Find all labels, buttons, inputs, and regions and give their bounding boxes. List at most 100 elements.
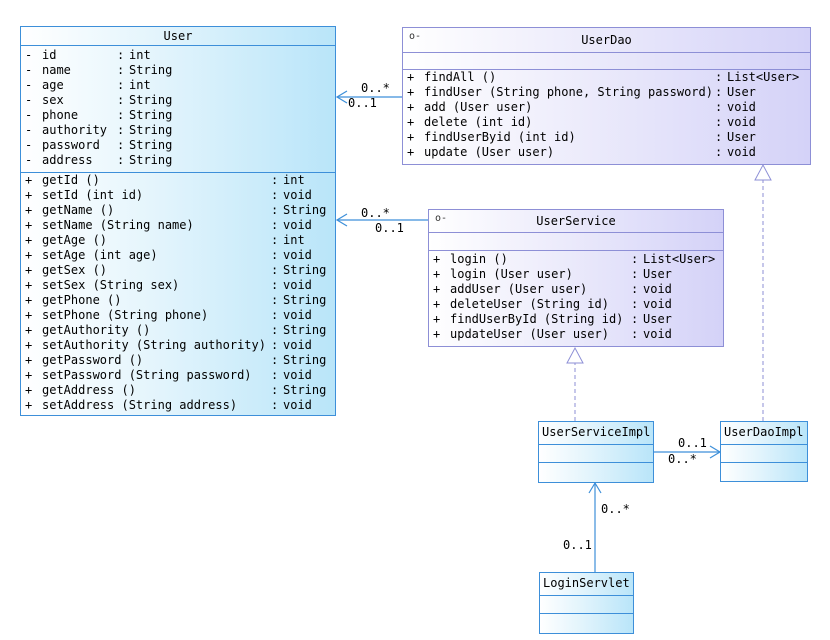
interface-userservice-title: UserService bbox=[536, 214, 616, 228]
type-separator: : bbox=[271, 278, 279, 292]
divider bbox=[21, 172, 335, 173]
return-type: User bbox=[643, 267, 672, 281]
multiplicity-label: 0..1 bbox=[563, 538, 592, 552]
visibility-marker: + bbox=[433, 282, 441, 296]
return-type: String bbox=[283, 203, 327, 217]
realization-daoimpl-userdao bbox=[754, 163, 772, 421]
return-type: String bbox=[129, 108, 173, 122]
return-type: String bbox=[129, 63, 173, 77]
visibility-marker: - bbox=[25, 123, 33, 137]
visibility-marker: + bbox=[407, 145, 415, 159]
type-separator: : bbox=[631, 297, 639, 311]
return-type: void bbox=[283, 398, 312, 412]
return-type: String bbox=[129, 153, 173, 167]
return-type: String bbox=[283, 293, 327, 307]
return-type: String bbox=[283, 263, 327, 277]
visibility-marker: + bbox=[407, 130, 415, 144]
visibility-marker: + bbox=[25, 188, 33, 202]
type-separator: : bbox=[271, 383, 279, 397]
attribute-name: id bbox=[42, 48, 57, 62]
return-type: int bbox=[283, 233, 305, 247]
visibility-marker: + bbox=[25, 353, 33, 367]
type-separator: : bbox=[715, 70, 723, 84]
return-type: User bbox=[643, 312, 672, 326]
class-user[interactable]: User -id:int-name:String-age:int-sex:Str… bbox=[20, 26, 336, 416]
visibility-marker: + bbox=[25, 278, 33, 292]
attribute-name: age bbox=[42, 78, 64, 92]
visibility-marker: + bbox=[25, 308, 33, 322]
divider bbox=[540, 595, 633, 596]
type-separator: : bbox=[631, 327, 639, 341]
visibility-marker: + bbox=[407, 100, 415, 114]
interface-userservice[interactable]: o- UserService +login ():List<User>+logi… bbox=[428, 209, 724, 347]
return-type: void bbox=[283, 278, 312, 292]
visibility-marker: + bbox=[407, 70, 415, 84]
return-type: void bbox=[643, 282, 672, 296]
type-separator: : bbox=[271, 233, 279, 247]
multiplicity-label: 0..1 bbox=[348, 96, 377, 110]
return-type: void bbox=[727, 100, 756, 114]
type-separator: : bbox=[271, 293, 279, 307]
divider bbox=[539, 462, 653, 463]
class-userdaoimpl[interactable]: UserDaoImpl bbox=[720, 421, 808, 482]
visibility-marker: + bbox=[433, 252, 441, 266]
return-type: String bbox=[129, 138, 173, 152]
visibility-marker: + bbox=[25, 248, 33, 262]
type-separator: : bbox=[117, 48, 125, 62]
visibility-marker: + bbox=[25, 233, 33, 247]
visibility-marker: - bbox=[25, 48, 33, 62]
return-type: void bbox=[283, 308, 312, 322]
divider bbox=[429, 232, 723, 233]
multiplicity-label: 0..1 bbox=[375, 221, 404, 235]
visibility-marker: + bbox=[25, 368, 33, 382]
visibility-marker: + bbox=[433, 297, 441, 311]
operation-signature: login () bbox=[450, 252, 508, 266]
visibility-marker: - bbox=[25, 78, 33, 92]
type-separator: : bbox=[117, 153, 125, 167]
operation-signature: setPassword (String password) bbox=[42, 368, 252, 382]
type-separator: : bbox=[117, 108, 125, 122]
divider bbox=[403, 69, 810, 70]
return-type: String bbox=[283, 383, 327, 397]
type-separator: : bbox=[117, 63, 125, 77]
return-type: String bbox=[129, 93, 173, 107]
return-type: void bbox=[643, 297, 672, 311]
visibility-marker: - bbox=[25, 63, 33, 77]
operation-signature: getSex () bbox=[42, 263, 108, 277]
association-userdao-user bbox=[335, 90, 402, 104]
class-user-title: User bbox=[163, 29, 193, 43]
multiplicity-label: 0..* bbox=[361, 206, 390, 220]
return-type: List<User> bbox=[727, 70, 800, 84]
type-separator: : bbox=[271, 323, 279, 337]
interface-userdao[interactable]: o- UserDao +findAll ():List<User>+findUs… bbox=[402, 27, 811, 165]
class-loginservlet[interactable]: LoginServlet bbox=[539, 572, 634, 634]
operation-signature: getAddress () bbox=[42, 383, 136, 397]
class-userserviceimpl[interactable]: UserServiceImpl bbox=[538, 421, 654, 483]
operation-signature: setAuthority (String authority) bbox=[42, 338, 266, 352]
visibility-marker: + bbox=[25, 293, 33, 307]
visibility-marker: + bbox=[433, 267, 441, 281]
return-type: int bbox=[283, 173, 305, 187]
divider bbox=[539, 444, 653, 445]
type-separator: : bbox=[271, 263, 279, 277]
type-separator: : bbox=[271, 218, 279, 232]
class-userserviceimpl-title: UserServiceImpl bbox=[542, 425, 651, 439]
divider bbox=[721, 444, 807, 445]
visibility-marker: + bbox=[25, 173, 33, 187]
type-separator: : bbox=[117, 78, 125, 92]
type-separator: : bbox=[715, 145, 723, 159]
operation-signature: getAge () bbox=[42, 233, 108, 247]
return-type: String bbox=[129, 123, 173, 137]
association-servlet-impl bbox=[588, 481, 602, 572]
type-separator: : bbox=[271, 368, 279, 382]
visibility-marker: - bbox=[25, 138, 33, 152]
visibility-marker: + bbox=[407, 85, 415, 99]
visibility-marker: - bbox=[25, 108, 33, 122]
type-separator: : bbox=[631, 267, 639, 281]
return-type: User bbox=[727, 85, 756, 99]
operation-signature: updateUser (User user) bbox=[450, 327, 609, 341]
visibility-marker: + bbox=[433, 327, 441, 341]
type-separator: : bbox=[271, 248, 279, 262]
operation-signature: findUserById (String id) bbox=[450, 312, 624, 326]
visibility-marker: + bbox=[433, 312, 441, 326]
